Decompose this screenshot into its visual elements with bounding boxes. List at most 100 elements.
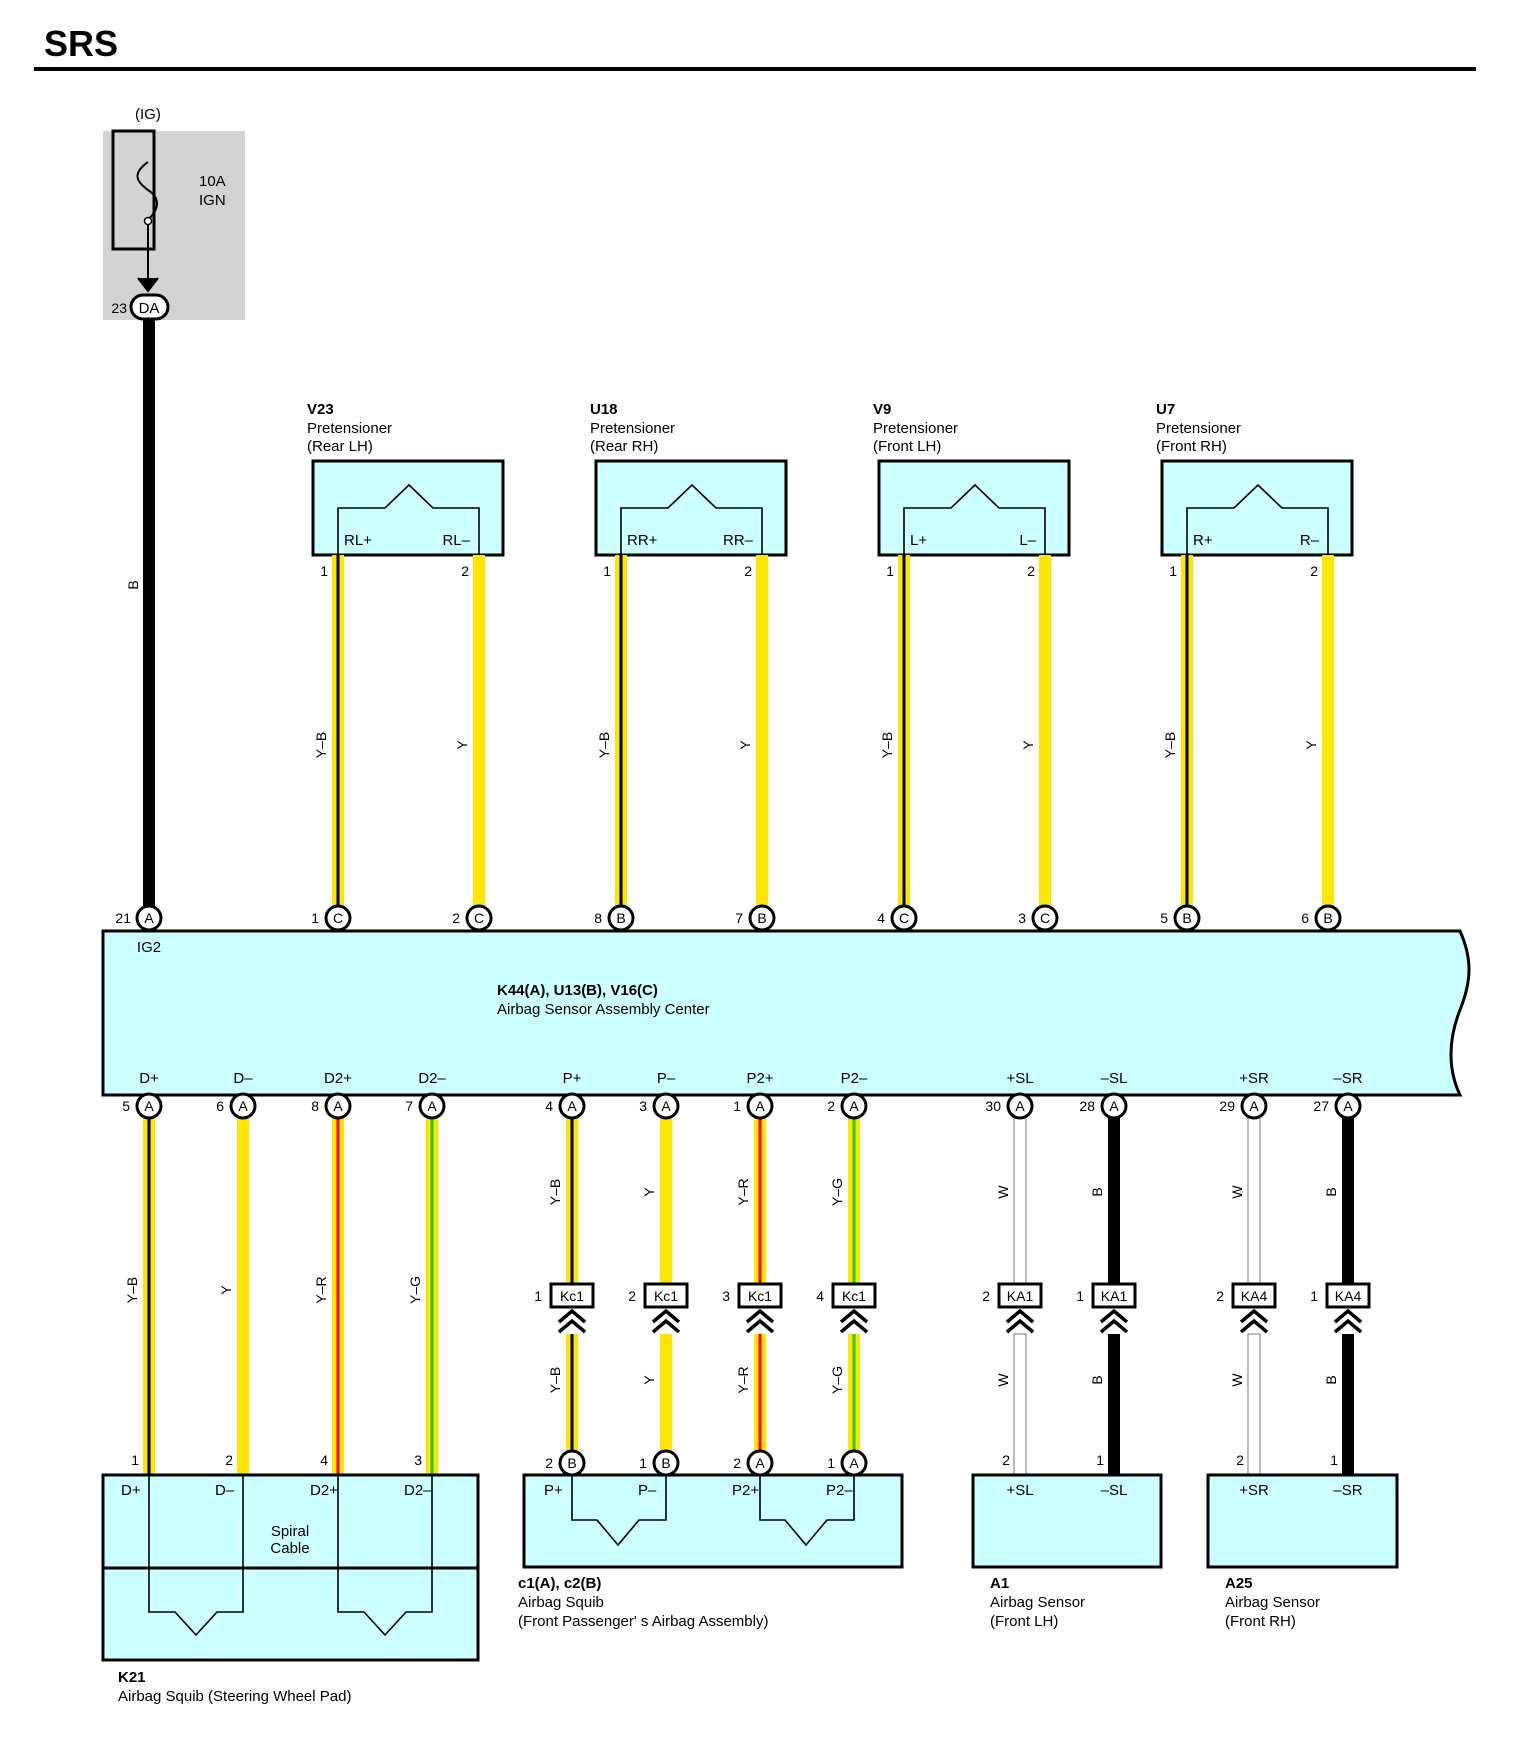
passenger-squib-pin-conn: B <box>567 1455 576 1471</box>
pretensioner-side: (Front LH) <box>873 438 941 455</box>
fuse-section: (IG) 10A IGN DA 23 <box>103 106 245 321</box>
ecu-ig-signal: IG2 <box>137 939 161 956</box>
junction-box <box>831 1282 877 1309</box>
passenger-squib-pin-number: 1 <box>827 1455 835 1471</box>
ecu-lower-pin: A5 <box>122 1092 163 1120</box>
pretensioner-wire2-label: Y <box>1303 740 1319 750</box>
ecu-lower-pin-circle <box>840 1092 868 1120</box>
passenger-squib-pin-circle <box>652 1449 680 1477</box>
lower-wire-lower-core <box>1013 1333 1027 1476</box>
junction-box <box>737 1282 783 1309</box>
lower-wire-label-lower: B <box>1089 1375 1105 1384</box>
lower-wire-label-upper: B <box>1089 1187 1105 1196</box>
ecu-lower-signal: +SR <box>1239 1070 1269 1087</box>
lower-wire-upper-core <box>1108 1106 1120 1285</box>
lower-wire-lower <box>754 1334 766 1475</box>
pretensioner-wire1 <box>332 555 344 908</box>
sensor-lh-pin: 1 <box>1096 1452 1104 1468</box>
ecu-pin: B5 <box>1160 904 1201 932</box>
ecu-lower-pin-circle <box>135 1092 163 1120</box>
airbag-sensor-center: K44(A), U13(B), V16(C) Airbag Sensor Ass… <box>101 929 1471 1097</box>
lower-wire <box>237 1106 249 1475</box>
ecu-lower-pin-circle <box>1100 1092 1128 1120</box>
junction-chevron-icon <box>1005 1308 1035 1334</box>
passenger-squib-pin-conn: A <box>849 1455 859 1471</box>
ecu-lower-signal: D+ <box>139 1070 159 1087</box>
pretensioner-term2: L– <box>1019 532 1036 549</box>
passenger-squib: c1(A), c2(B) Airbag Squib (Front Passeng… <box>518 1473 904 1630</box>
junction-box <box>549 1282 595 1309</box>
ecu-lower-pin: A6 <box>216 1092 257 1120</box>
lower-wire-upper <box>660 1106 672 1285</box>
pretensioner-wire2 <box>756 555 768 908</box>
lower-wire-label: Y–B <box>124 1277 140 1303</box>
ecu-lower-signal: P+ <box>563 1070 582 1087</box>
lower-wire-label-lower: Y–G <box>829 1366 845 1394</box>
sensor-lh-term: +SL <box>1006 1482 1033 1499</box>
ecu-lower-pin-number: 2 <box>827 1098 835 1114</box>
lower-wire-lower <box>1013 1333 1027 1476</box>
junction-pin: 3 <box>722 1288 730 1304</box>
ecu-lower-pin-number: 1 <box>733 1098 741 1114</box>
ecu-lower-pin-circle <box>746 1092 774 1120</box>
pretensioner-element-icon <box>337 483 480 555</box>
junction-box <box>1325 1282 1371 1309</box>
junction-label: KA4 <box>1241 1288 1268 1304</box>
squib-2-icon <box>337 1475 433 1637</box>
ecu-lower-pin-circle <box>418 1092 446 1120</box>
lower-wire-upper-stripe <box>852 1106 856 1285</box>
ecu-lower-pin-conn: A <box>144 1098 154 1114</box>
junction-box <box>643 1282 689 1309</box>
ecu-lower-pin-circle <box>1240 1092 1268 1120</box>
ecu-lower-signal: P– <box>657 1070 676 1087</box>
steering-squib-name: Airbag Squib (Steering Wheel Pad) <box>118 1688 351 1705</box>
sensor-rh-side: (Front RH) <box>1225 1613 1296 1630</box>
junction-chevron-icon <box>745 1308 775 1334</box>
pretensioner-term2: RL– <box>442 532 470 549</box>
ecu-lower-pin-conn: A <box>1343 1098 1353 1114</box>
ecu-lower-pin-number: 27 <box>1313 1098 1329 1114</box>
ecu-lower-pin: A3 <box>639 1092 680 1120</box>
steering-squib-term: D2+ <box>310 1482 338 1499</box>
sensor-rh-term: +SR <box>1239 1482 1269 1499</box>
junction-chevron-icon <box>557 1308 587 1334</box>
ecu-pin-conn: B <box>616 910 625 926</box>
squib-4-icon <box>759 1475 855 1547</box>
ecu-code: K44(A), U13(B), V16(C) <box>497 982 658 999</box>
ecu-lower-signal: P2– <box>841 1070 868 1087</box>
ecu-pin-number: 1 <box>311 910 319 926</box>
ecu-pin: C4 <box>877 904 918 932</box>
pretensioner-wire1-label: Y–B <box>1162 732 1178 758</box>
pretensioner-pin2: 2 <box>1027 563 1035 579</box>
pretensioner-wire1 <box>898 555 910 908</box>
ecu-lower-pin-conn: A <box>1249 1098 1259 1114</box>
steering-squib-term: D2– <box>404 1482 432 1499</box>
steering-squib-code: K21 <box>118 1669 146 1686</box>
lower-wire-label: Y <box>218 1285 234 1295</box>
ecu-lower-pin-number: 7 <box>405 1098 413 1114</box>
pretensioner-wire2 <box>1039 555 1051 908</box>
sensor-lh-pin: 2 <box>1002 1452 1010 1468</box>
pretensioner-term1: RR+ <box>627 532 658 549</box>
pretensioner-wire1-label: Y–B <box>596 732 612 758</box>
lower-wire <box>143 1106 155 1475</box>
ecu-lower-pin-number: 5 <box>122 1098 130 1114</box>
pretensioner-side: (Rear LH) <box>307 438 373 455</box>
ecu-lower-pin-conn: A <box>238 1098 248 1114</box>
junction-label: Kc1 <box>842 1288 866 1304</box>
sensor-rh-term: –SR <box>1333 1482 1362 1499</box>
lower-wire-lower-core <box>660 1334 672 1475</box>
passenger-squib-term: P+ <box>544 1482 563 1499</box>
passenger-squib-pin-number: 2 <box>733 1455 741 1471</box>
ecu-lower-pin-number: 29 <box>1219 1098 1235 1114</box>
pretensioner-wire1-stripe <box>1185 555 1189 908</box>
passenger-squib-box <box>522 1473 904 1569</box>
